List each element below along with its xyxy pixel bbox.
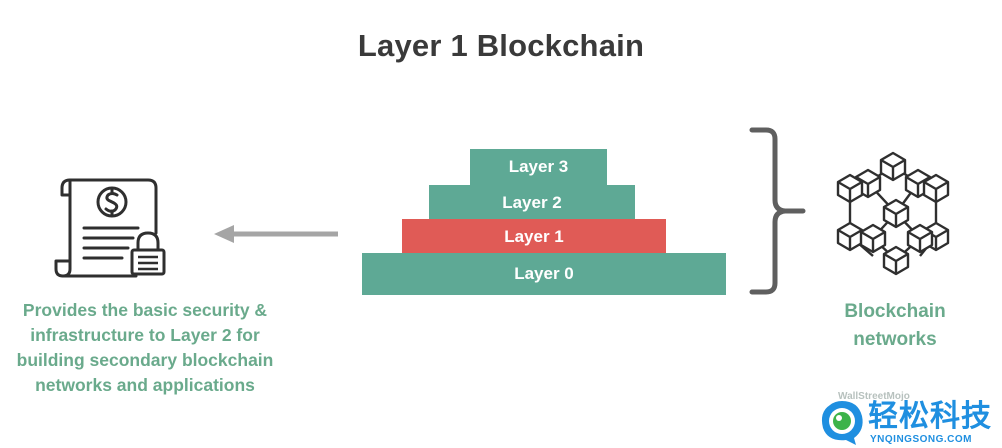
layer-0-block: Layer 0 bbox=[362, 253, 726, 295]
curly-brace-icon bbox=[749, 127, 806, 295]
right-caption: Blockchain networks bbox=[815, 298, 975, 354]
layer-label: Layer 0 bbox=[514, 264, 574, 283]
arrow-left-icon bbox=[214, 225, 338, 243]
page-title: Layer 1 Blockchain bbox=[357, 28, 645, 63]
layer-3-block: Layer 3 bbox=[470, 149, 607, 185]
left-caption: Provides the basic security & infrastruc… bbox=[0, 298, 290, 398]
caption-line: building secondary blockchain bbox=[16, 350, 274, 370]
brand-logo-icon bbox=[821, 401, 863, 445]
blockchain-network-icon bbox=[836, 151, 950, 276]
layer-1-block: Layer 1 bbox=[402, 219, 666, 254]
layer-label: Layer 1 bbox=[504, 226, 564, 246]
caption-line: networks and applications bbox=[35, 375, 255, 395]
secure-document-icon bbox=[54, 178, 166, 278]
caption-line: Blockchain bbox=[844, 301, 946, 322]
caption-line: infrastructure to Layer 2 for bbox=[30, 325, 260, 345]
layer-2-block: Layer 2 bbox=[429, 185, 635, 220]
watermark-faint-text: WallStreetMojo bbox=[838, 391, 910, 402]
brand-url: YNQINGSONG.COM bbox=[870, 434, 973, 445]
brand-name: 轻松科技 bbox=[868, 400, 992, 433]
caption-line: Provides the basic security & bbox=[22, 300, 268, 320]
caption-line: networks bbox=[853, 329, 937, 350]
layer-label: Layer 2 bbox=[502, 192, 562, 212]
layer-label: Layer 3 bbox=[508, 157, 569, 176]
